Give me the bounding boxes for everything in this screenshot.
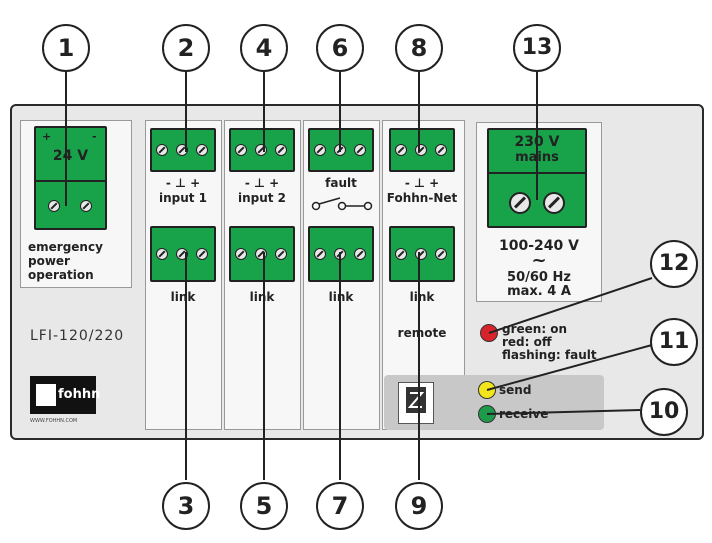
screw-icon <box>48 200 60 212</box>
emergency-label-1: emergency <box>28 240 103 254</box>
fohhn-net-polarity: - ⊥ + <box>404 176 440 190</box>
terminal-divider <box>36 180 105 182</box>
input1-terminal <box>150 128 216 172</box>
input2-link-terminal <box>229 226 295 282</box>
input1-link: link <box>170 290 196 304</box>
callout-13: 13 <box>513 24 561 72</box>
screw-icon <box>395 144 407 156</box>
callout-2: 2 <box>162 24 210 72</box>
emergency-24v-terminal: + - 24 V <box>34 126 107 230</box>
mains-range: 100-240 V <box>499 238 579 254</box>
screw-icon <box>435 144 447 156</box>
callout-9: 9 <box>395 482 443 530</box>
callout-8: 8 <box>395 24 443 72</box>
input1-polarity: - ⊥ + <box>165 176 201 190</box>
screw-icon <box>235 248 247 260</box>
logo-text: fohhn <box>58 387 101 402</box>
fohhn-net-link: link <box>409 290 435 304</box>
screw-icon <box>275 144 287 156</box>
screw-icon <box>156 144 168 156</box>
screw-icon <box>354 248 366 260</box>
callout-4: 4 <box>240 24 288 72</box>
input2-link: link <box>249 290 275 304</box>
screw-icon <box>156 248 168 260</box>
fohhn-net-link-terminal <box>389 226 455 282</box>
fault-label: fault <box>325 176 357 190</box>
callout-10: 10 <box>640 388 688 436</box>
screw-icon <box>435 248 447 260</box>
emergency-voltage: 24 V <box>52 148 89 164</box>
relay-switch-icon <box>311 197 373 211</box>
send-label: send <box>499 383 532 397</box>
screw-icon <box>395 248 407 260</box>
status-red: red: off <box>502 335 552 349</box>
screw-icon <box>235 144 247 156</box>
mains-tilde: ~ <box>531 250 547 271</box>
screw-icon <box>543 192 565 214</box>
screw-icon <box>314 248 326 260</box>
fohhn-net-label: Fohhn-Net <box>386 191 458 205</box>
network-interface-icon <box>398 382 434 424</box>
remote-label: remote <box>397 326 447 340</box>
callout-12: 12 <box>650 240 698 288</box>
mains-max-current: max. 4 A <box>507 284 571 299</box>
callout-7: 7 <box>316 482 364 530</box>
status-flashing: flashing: fault <box>502 348 597 362</box>
emergency-minus: - <box>92 130 97 143</box>
fohhn-net-terminal <box>389 128 455 172</box>
screw-icon <box>80 200 92 212</box>
screw-icon <box>275 248 287 260</box>
emergency-label-3: operation <box>28 268 94 282</box>
input2-terminal <box>229 128 295 172</box>
screw-icon <box>354 144 366 156</box>
website-text: WWW.FOHHN.COM <box>30 418 78 424</box>
callout-1: 1 <box>42 24 90 72</box>
logo-mark <box>36 384 56 406</box>
fohhn-logo: fohhn <box>30 376 100 414</box>
input1-label: input 1 <box>158 191 208 205</box>
callout-3: 3 <box>162 482 210 530</box>
screw-icon <box>196 248 208 260</box>
mains-frequency: 50/60 Hz <box>507 270 571 285</box>
status-green: green: on <box>502 322 568 336</box>
emergency-label-2: power <box>28 254 70 268</box>
callout-6: 6 <box>316 24 364 72</box>
input1-link-terminal <box>150 226 216 282</box>
callout-5: 5 <box>240 482 288 530</box>
screw-icon <box>196 144 208 156</box>
screw-icon <box>509 192 531 214</box>
callout-11: 11 <box>650 318 698 366</box>
input2-polarity: - ⊥ + <box>244 176 280 190</box>
screw-icon <box>314 144 326 156</box>
emergency-plus: + <box>42 130 52 143</box>
input2-label: input 2 <box>237 191 287 205</box>
model-name: LFI-120/220 <box>30 328 125 344</box>
